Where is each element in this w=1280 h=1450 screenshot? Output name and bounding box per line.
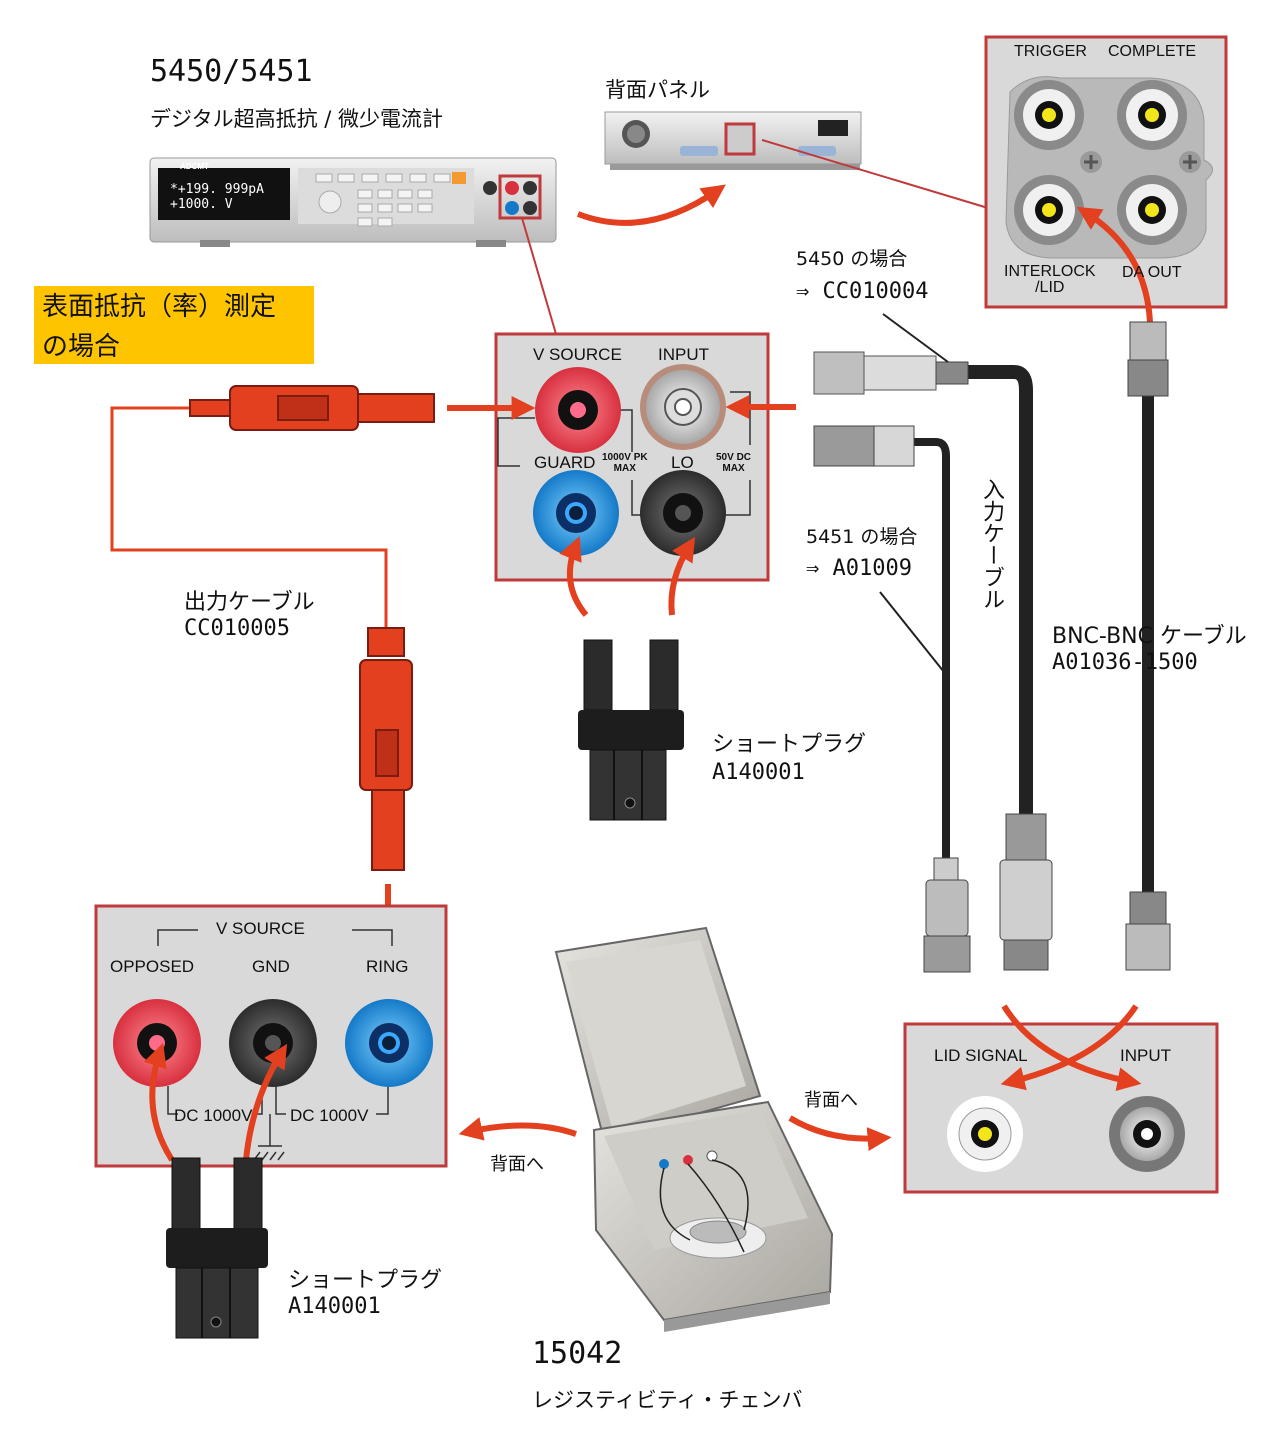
bnc-cable-label: BNC-BNC ケーブル [1052, 624, 1247, 649]
terminal-input [640, 364, 726, 450]
front-terminal-panel [494, 332, 770, 582]
output-cable [110, 385, 435, 871]
label-trigger: TRIGGER [1014, 43, 1087, 60]
instrument-description: デジタル超高抵抗 / 微少電流計 [150, 107, 444, 131]
label-chamber-input: INPUT [1120, 1046, 1171, 1065]
terminal-v-source [535, 367, 621, 453]
label-dc-1000v-2: DC 1000V [290, 1106, 369, 1125]
chamber-name: レジスティビティ・チェンバ [532, 1388, 803, 1412]
label-opposed: OPPOSED [110, 957, 195, 976]
label-limit-1000v: 1000V PK MAX [602, 452, 648, 474]
terminal-lo [640, 470, 726, 556]
label-lid-signal: LID SIGNAL [934, 1046, 1028, 1065]
chamber-vsource-group: V SOURCE [216, 919, 305, 938]
surface-label-line2: の場合 [42, 332, 121, 362]
bnc-complete [1117, 80, 1187, 150]
label-lo: LO [671, 453, 694, 472]
instrument-front-image [149, 157, 557, 247]
terminal-ring [345, 999, 433, 1087]
cable-5450-case: 5450 の場合 [796, 248, 908, 270]
label-ring: RING [366, 957, 409, 976]
instrument-brand: ADCMT [180, 162, 209, 171]
chamber-vsource-panel [94, 904, 448, 1168]
chamber-image [554, 926, 834, 1332]
bnc-da-out [1117, 175, 1187, 245]
bnc-trigger [1014, 80, 1084, 150]
short-plug-top-label: ショートプラグ [712, 732, 867, 757]
bnc-lid-signal [947, 1096, 1023, 1172]
bnc-bnc-cable [1125, 321, 1171, 971]
short-plug-bottom-label: ショートプラグ [288, 1268, 443, 1293]
label-complete: COMPLETE [1108, 43, 1197, 60]
input-cable-5450 [813, 351, 1053, 971]
to-rear-right: 背面へ [804, 1090, 858, 1111]
label-gnd: GND [252, 957, 290, 976]
surface-label-line1: 表面抵抗（率）測定 [42, 292, 277, 322]
label-limit-50v: 50V DC MAX [716, 452, 752, 474]
chamber-rear-panel [903, 1022, 1219, 1194]
label-interlock: INTERLOCK /LID [1004, 263, 1096, 296]
bnc-chamber-input [1109, 1096, 1185, 1172]
instrument-display-current: *+199. 999pA [170, 182, 264, 197]
rear-panel-title: 背面パネル [605, 78, 710, 102]
short-plug-bottom-part: A140001 [288, 1294, 381, 1319]
chamber-model: 15042 [532, 1336, 623, 1371]
instrument-display-voltage: +1000. V [170, 197, 233, 212]
cable-5450-part: ⇒ CC010004 [796, 279, 929, 304]
output-cable-label: 出力ケーブル [184, 590, 315, 615]
instrument-model: 5450/5451 [150, 54, 313, 89]
terminal-guard [533, 470, 619, 556]
bnc-interlock [1014, 175, 1084, 245]
label-v-source: V SOURCE [533, 345, 622, 364]
label-dc-1000v-1: DC 1000V [174, 1106, 253, 1125]
to-rear-left: 背面へ [490, 1154, 544, 1175]
rear-panel-image [604, 111, 862, 170]
short-plug-top-part: A140001 [712, 760, 805, 785]
label-guard: GUARD [534, 453, 596, 472]
input-cable-5451 [813, 425, 971, 973]
bnc-cable-part: A01036-1500 [1052, 650, 1198, 675]
label-da-out: DA OUT [1122, 264, 1182, 281]
cable-5451-part: ⇒ A01009 [806, 556, 912, 581]
rear-connector-panel [984, 35, 1228, 309]
cable-5451-case: 5451 の場合 [806, 526, 918, 548]
short-plug-bottom-image [166, 1157, 268, 1339]
input-cable-label: 入力ケーブル [979, 478, 1004, 610]
short-plug-top-image [578, 639, 684, 821]
surface-resistance-label: 表面抵抗（率）測定 の場合 [34, 286, 314, 364]
label-input: INPUT [658, 345, 709, 364]
output-cable-part: CC010005 [184, 616, 290, 641]
